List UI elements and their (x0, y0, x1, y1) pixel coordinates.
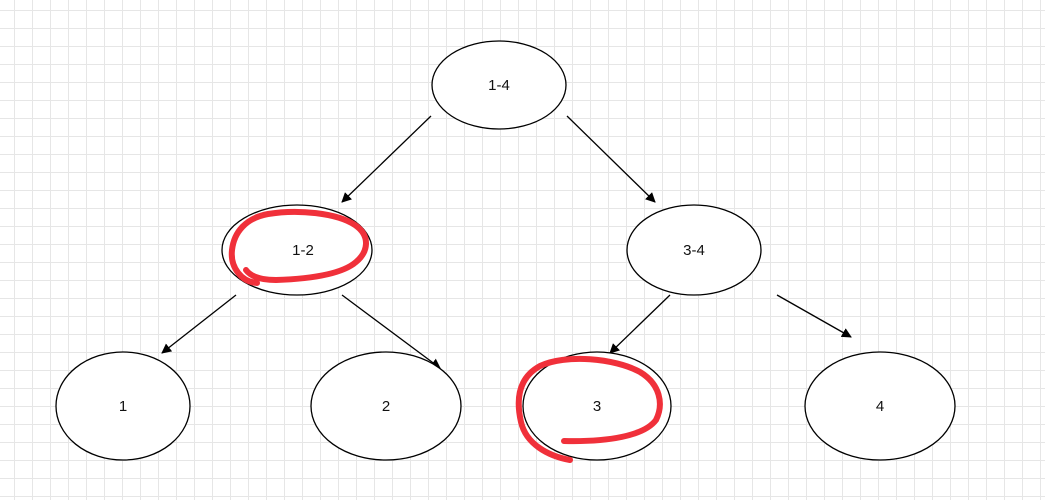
edge-1-4-to-3-4 (566, 115, 656, 203)
node-right[interactable]: 3-4 (626, 204, 762, 296)
node-right-label: 3-4 (683, 242, 705, 259)
node-leaf-3[interactable]: 3 (522, 351, 672, 461)
node-leaf-1-label: 1 (119, 398, 127, 415)
edge-1-4-to-1-2 (341, 115, 432, 203)
edge-1-2-to-1 (161, 294, 237, 354)
edge-3-4-to-4 (776, 294, 852, 338)
node-root[interactable]: 1-4 (431, 40, 567, 130)
node-root-label: 1-4 (488, 77, 510, 94)
node-leaf-4[interactable]: 4 (804, 351, 956, 461)
node-leaf-2[interactable]: 2 (310, 351, 462, 461)
node-left-label: 1-2 (292, 242, 314, 259)
highlight-stroke-node-3 (515, 355, 663, 463)
edge-3-4-to-3 (609, 294, 671, 354)
edge-1-2-to-2 (341, 294, 441, 369)
node-leaf-3-label: 3 (593, 398, 601, 415)
node-leaf-1[interactable]: 1 (55, 351, 191, 461)
node-leaf-2-label: 2 (382, 398, 390, 415)
node-leaf-4-label: 4 (876, 398, 884, 415)
highlight-stroke-node-1-2 (228, 208, 369, 286)
